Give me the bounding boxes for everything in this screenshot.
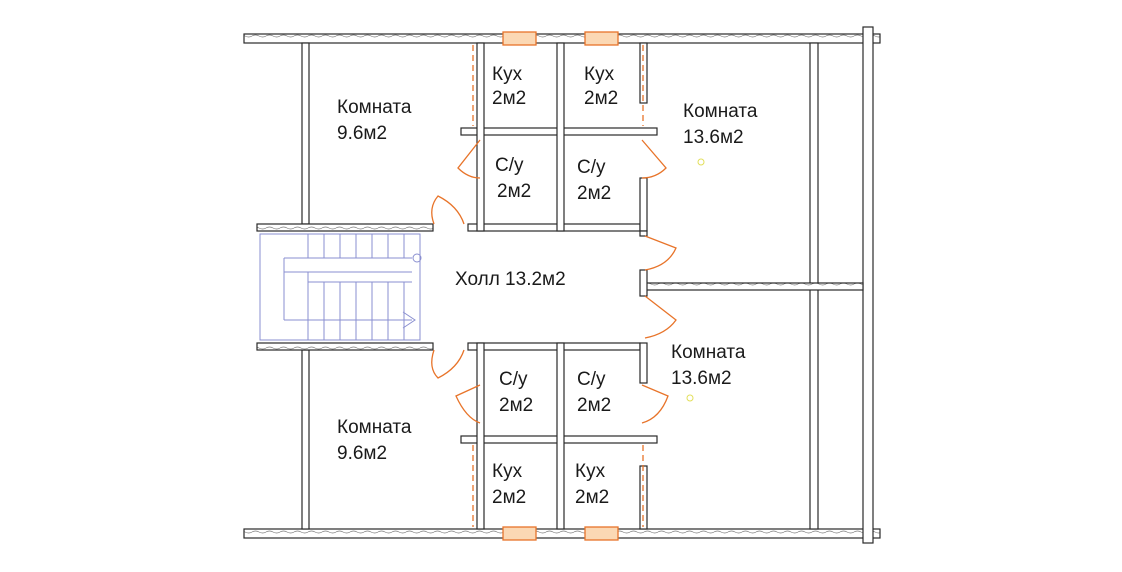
hall-upper-wall-left [256, 223, 434, 232]
ceiling-lamps [686, 158, 705, 402]
door-bath-tl [457, 139, 481, 179]
window-top-2 [584, 31, 619, 46]
door-bath-tr [641, 139, 667, 179]
room-labels: Комната 9.6м2 Комната 13.6м2 Комната 9.6… [337, 64, 758, 508]
stair-run-line [283, 257, 412, 321]
right-rooms-divider [644, 282, 864, 291]
lower-core-right-wall-top [639, 342, 648, 384]
door-room-tl [431, 195, 465, 225]
upper-core-right-wall-stub [639, 230, 648, 237]
room-bottom-left-area: 9.6м2 [337, 443, 387, 464]
staircase [259, 233, 422, 341]
lamp-tr [697, 158, 705, 166]
kitchen-tr-name: Кух [584, 64, 615, 85]
bottom-outer-wall [243, 528, 881, 539]
door-room-br [644, 295, 677, 339]
window-bottom-1 [502, 526, 537, 541]
room-top-right-area: 13.6м2 [683, 127, 744, 148]
doors [431, 45, 677, 527]
bath-tl-area: 2м2 [497, 181, 531, 202]
bath-tr-name: С/у [577, 157, 606, 178]
kitchen-bl-name: Кух [492, 461, 523, 482]
room-top-left-name: Комната [337, 97, 412, 118]
upper-core-bottom-wall [467, 223, 641, 232]
room-bottom-right-name: Комната [671, 342, 746, 363]
upper-core-right-wall-top [639, 42, 648, 104]
upper-core-walls [460, 42, 658, 237]
bath-bl-name: С/у [499, 369, 528, 390]
door-bath-bl [455, 384, 481, 424]
door-room-bl [431, 349, 465, 379]
room-top-right-name: Комната [683, 101, 758, 122]
lower-core-middle-wall [556, 342, 565, 530]
stair-start-mark [412, 253, 422, 263]
top-outer-wall [243, 33, 881, 44]
upper-core-middle-wall [556, 42, 565, 232]
bath-br-area: 2м2 [577, 395, 611, 416]
kitchen-bl-area: 2м2 [492, 487, 526, 508]
door-bath-br [641, 384, 669, 424]
hall-label: Холл 13.2м2 [455, 269, 566, 290]
window-top-1 [502, 31, 537, 46]
room-bottom-right-area: 13.6м2 [671, 368, 732, 389]
upper-core-left-wall [476, 42, 485, 232]
kitchen-br-area: 2м2 [575, 487, 609, 508]
kitchen-br-name: Кух [575, 461, 606, 482]
window-bottom-2 [584, 526, 619, 541]
stair-direction-arrow [402, 311, 416, 329]
lower-core-left-wall [476, 342, 485, 530]
hall-right-wall-stub [639, 269, 648, 297]
upper-core-right-wall-bottom [639, 177, 648, 232]
lower-core-walls [460, 269, 658, 530]
door-room-tr [644, 235, 677, 271]
kitchen-tr-area: 2м2 [584, 88, 618, 109]
kitchen-tl-area: 2м2 [492, 88, 526, 109]
left-wall-lower [301, 349, 310, 530]
lower-core-top-wall [467, 342, 641, 351]
windows [502, 31, 619, 541]
bath-tr-area: 2м2 [577, 183, 611, 204]
kitchen-tl-name: Кух [492, 64, 523, 85]
left-wall-upper [301, 42, 310, 225]
room-top-left-area: 9.6м2 [337, 123, 387, 144]
lamp-br [686, 394, 694, 402]
bath-br-name: С/у [577, 369, 606, 390]
right-post [862, 26, 874, 544]
hall-lower-wall-left [256, 342, 434, 351]
room-bottom-left-name: Комната [337, 417, 412, 438]
bath-bl-area: 2м2 [499, 395, 533, 416]
bath-tl-name: С/у [495, 155, 524, 176]
